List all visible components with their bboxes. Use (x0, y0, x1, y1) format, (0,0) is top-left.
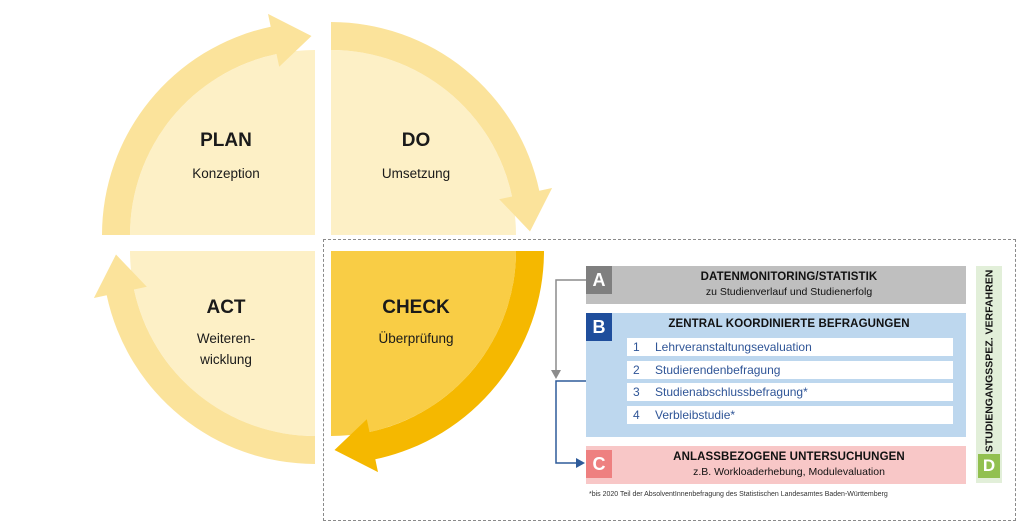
box-d-title: STUDIENGANGSSPEZ. VERFAHREN (983, 269, 996, 453)
check-title: CHECK (382, 297, 450, 318)
act-subtitle-line2: wicklung (200, 352, 252, 367)
list-item-label: Studierendenbefragung (655, 362, 781, 377)
befragungen-list: 1 Lehrveranstaltungsevaluation 2 Studieren… (627, 338, 953, 428)
do-title: DO (401, 130, 431, 151)
list-item-number: 4 (633, 407, 640, 422)
footnote: *bis 2020 Teil der AbsolventInnenbefragu… (589, 491, 888, 498)
plan-title: PLAN (200, 130, 252, 151)
act-quadrant (93, 251, 316, 464)
box-a-subtitle: zu Studienverlauf und Studienerfolg (705, 286, 873, 298)
list-item-label: Verbleibstudie* (655, 407, 736, 422)
plan-arrow (102, 13, 312, 236)
act-arrow (93, 254, 316, 464)
box-a-title: DATENMONITORING/STATISTIK (700, 271, 878, 283)
list-item-label: Lehrveranstaltungsevaluation (655, 340, 812, 354)
list-item: 4 Verbleibstudie* (627, 405, 953, 424)
box-c-letter: C (586, 450, 612, 478)
check-quadrant (331, 251, 544, 473)
box-anlassbezogen: C ANLASSBEZOGENE UNTERSUCHUNGEN z.B. Wor… (586, 446, 966, 484)
box-studiengangsspez: STUDIENGANGSSPEZ. VERFAHREN D (976, 266, 1002, 483)
list-item: 3 Studienabschlussbefragung* (627, 383, 953, 401)
check-detail-frame (323, 239, 1016, 521)
do-quadrant (331, 22, 553, 235)
act-subtitle-line1: Weiteren- (196, 331, 256, 346)
act-wedge (130, 251, 315, 436)
a-connector (555, 279, 586, 372)
b-to-c-arrowhead (576, 458, 585, 468)
box-befragungen: B ZENTRAL KOORDINIERTE BEFRAGUNGEN 1 Lehr… (586, 313, 966, 437)
box-a-letter: A (586, 266, 612, 294)
box-datenmonitoring: A DATENMONITORING/STATISTIK zu Studienve… (586, 266, 966, 304)
list-item-number: 2 (633, 362, 640, 377)
list-item-number: 3 (633, 385, 640, 399)
box-b-title: ZENTRAL KOORDINIERTE BEFRAGUNGEN (668, 318, 910, 330)
list-item: 2 Studierendenbefragung (627, 360, 953, 379)
a-connector-arrowhead (551, 370, 561, 379)
b-to-c-connector (555, 380, 586, 464)
check-subtitle: Überprüfung (378, 331, 454, 346)
check-wedge (331, 251, 516, 436)
do-wedge (331, 50, 516, 235)
plan-wedge (130, 50, 315, 235)
box-c-subtitle: z.B. Workloaderhebung, Modulevaluation (693, 466, 885, 478)
list-item-number: 1 (633, 340, 640, 354)
plan-subtitle: Konzeption (192, 166, 260, 181)
do-subtitle: Umsetzung (381, 166, 451, 181)
box-b-letter: B (586, 313, 612, 341)
act-title: ACT (206, 297, 246, 318)
box-d-letter: D (978, 454, 1000, 478)
box-c-title: ANLASSBEZOGENE UNTERSUCHUNGEN (673, 451, 905, 463)
check-arrow (334, 251, 544, 473)
list-item: 1 Lehrveranstaltungsevaluation (627, 338, 953, 356)
list-item-label: Studienabschlussbefragung* (655, 385, 808, 399)
plan-quadrant (102, 13, 315, 236)
do-arrow (331, 22, 553, 232)
